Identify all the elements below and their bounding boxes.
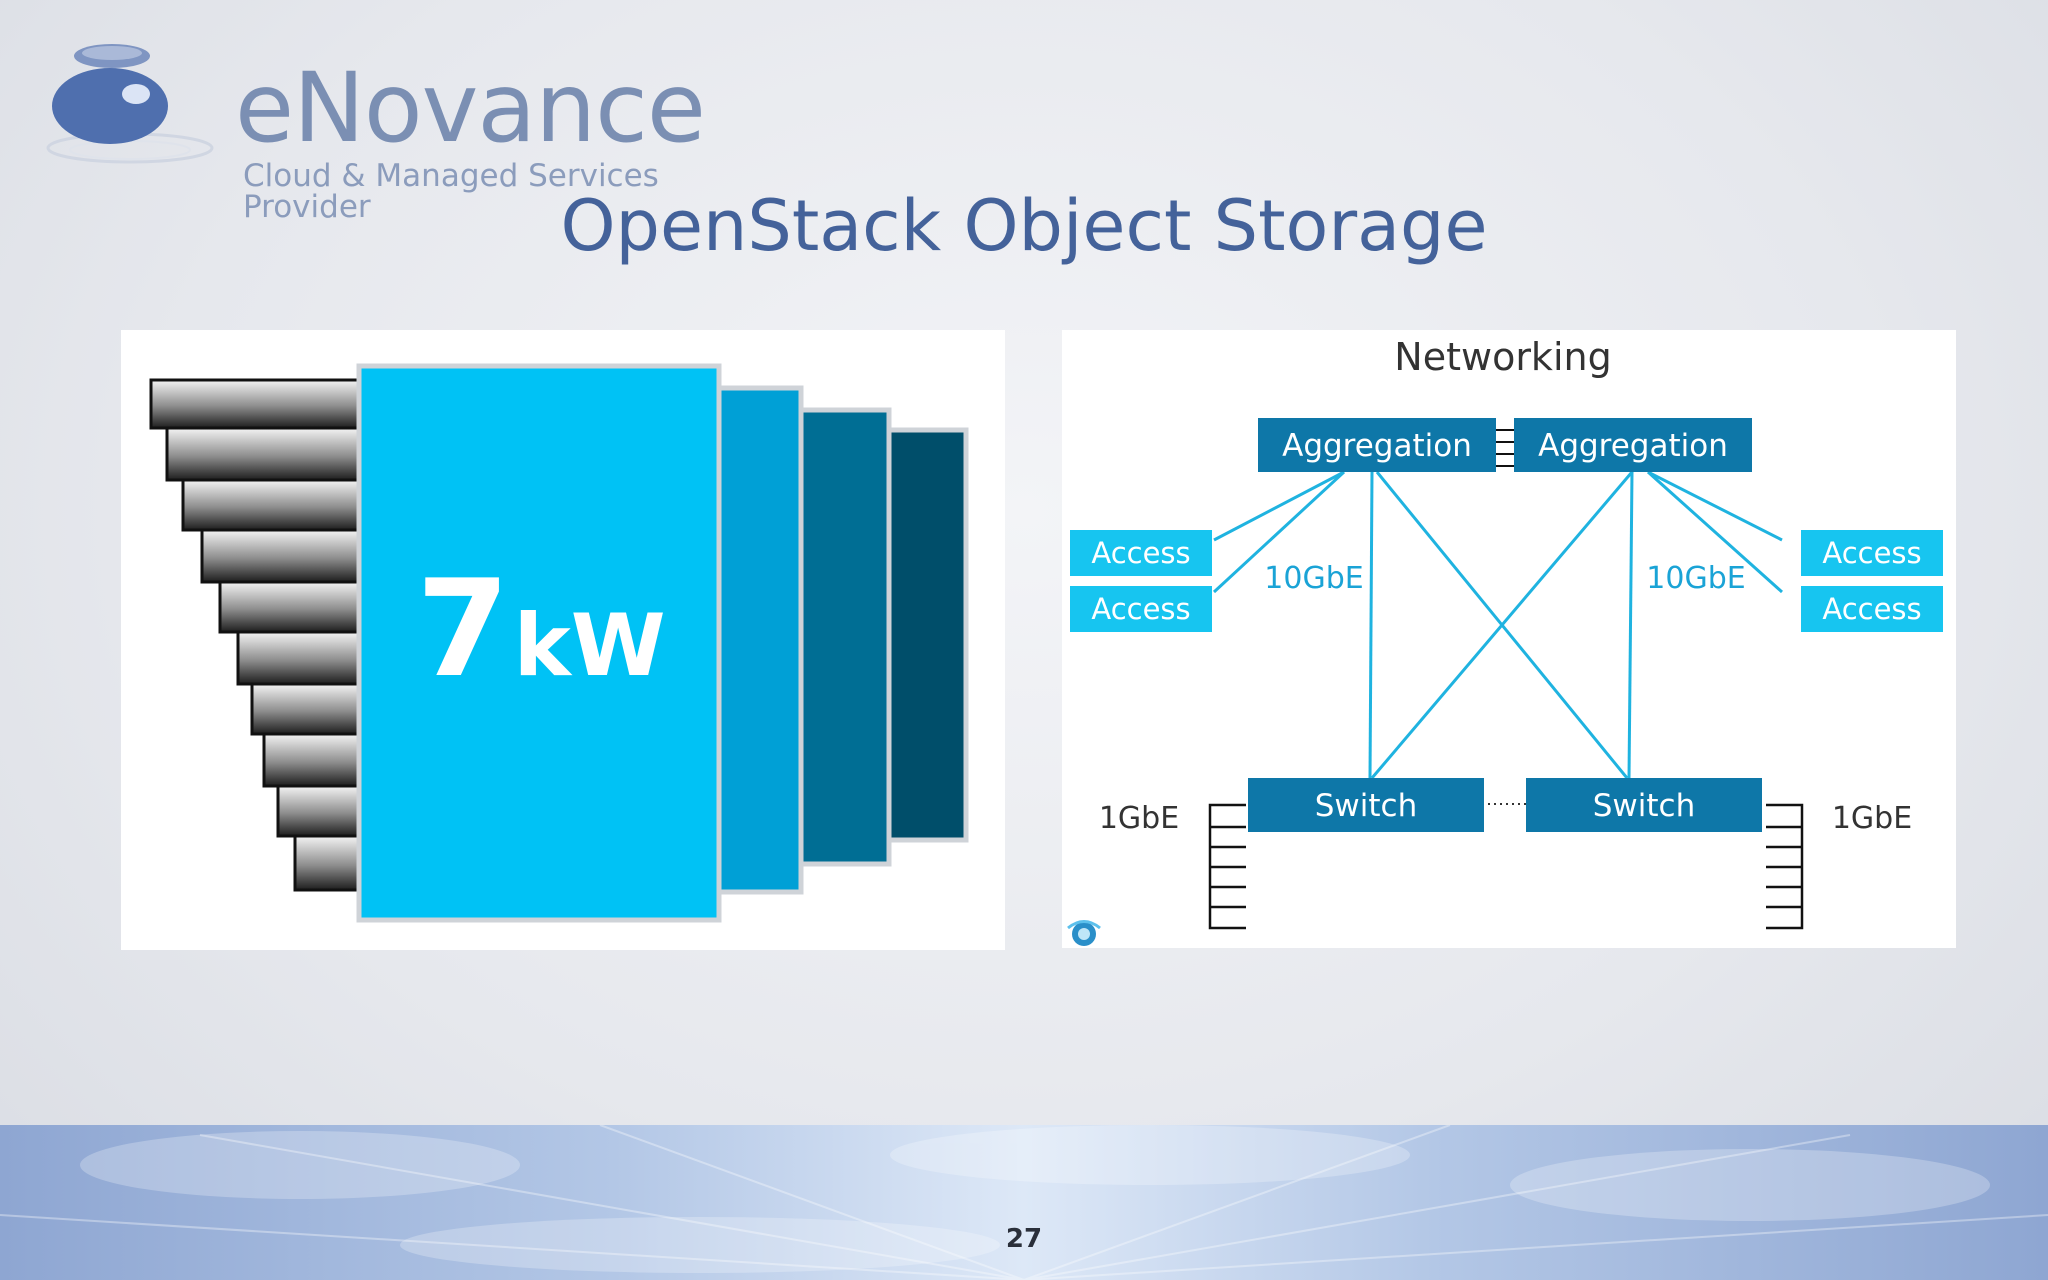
footer-band (0, 1125, 2048, 1280)
page-number: 27 (1005, 1224, 1043, 1254)
power-value: 7kW (416, 551, 665, 707)
rack-back-3 (881, 427, 969, 843)
enovance-logo: eNovance Cloud & Managed Services Provid… (40, 38, 740, 223)
host-speed-left: 1GbE (1099, 801, 1179, 836)
switch-label-left: Switch (1315, 788, 1418, 824)
hosts-left (1208, 803, 1246, 930)
logo-wordmark: eNovance (235, 52, 706, 164)
network-diagram: Networking Aggregation Aggregation Acces… (1067, 335, 1943, 946)
switch-node-left (1248, 778, 1484, 832)
switch-label-right: Switch (1593, 788, 1696, 824)
link-speed-right: 10GbE (1646, 561, 1745, 596)
access-node-left-2 (1070, 586, 1212, 632)
power-density-panel: 7kW (121, 330, 1005, 950)
aggregation-node-right (1514, 418, 1752, 472)
server-stack-steps (149, 378, 393, 892)
slide-title: OpenStack Object Storage (560, 185, 1488, 267)
rack-back-2 (796, 407, 892, 867)
aggregation-interconnect (1496, 429, 1514, 467)
aggregation-label-right: Aggregation (1538, 428, 1728, 464)
power-diagram: 7kW (149, 363, 969, 923)
networking-panel: Networking Aggregation Aggregation Acces… (1062, 330, 1956, 948)
host-speed-right: 1GbE (1832, 801, 1912, 836)
aggregation-node-left (1258, 418, 1496, 472)
networking-title: Networking (1394, 335, 1611, 379)
rack-front (356, 363, 722, 923)
access-label-left-1: Access (1091, 536, 1190, 570)
rack-back-1 (712, 385, 804, 895)
access-label-right-1: Access (1822, 536, 1921, 570)
footer-decoration (0, 1125, 2048, 1280)
access-node-right-1 (1801, 530, 1943, 576)
hosts-right (1766, 803, 1804, 930)
link-speed-left: 10GbE (1264, 561, 1363, 596)
enovance-logo-mark-icon (46, 44, 214, 164)
aggregation-label-left: Aggregation (1282, 428, 1472, 464)
power-unit: kW (514, 596, 666, 696)
logo-tagline: Cloud & Managed Services Provider (243, 158, 659, 225)
network-links (1212, 470, 1784, 779)
access-node-right-2 (1801, 586, 1943, 632)
swirl-icon (1067, 920, 1101, 946)
access-label-right-2: Access (1822, 592, 1921, 626)
power-number: 7 (416, 551, 509, 707)
access-node-left-1 (1070, 530, 1212, 576)
access-label-left-2: Access (1091, 592, 1190, 626)
switch-node-right (1526, 778, 1762, 832)
